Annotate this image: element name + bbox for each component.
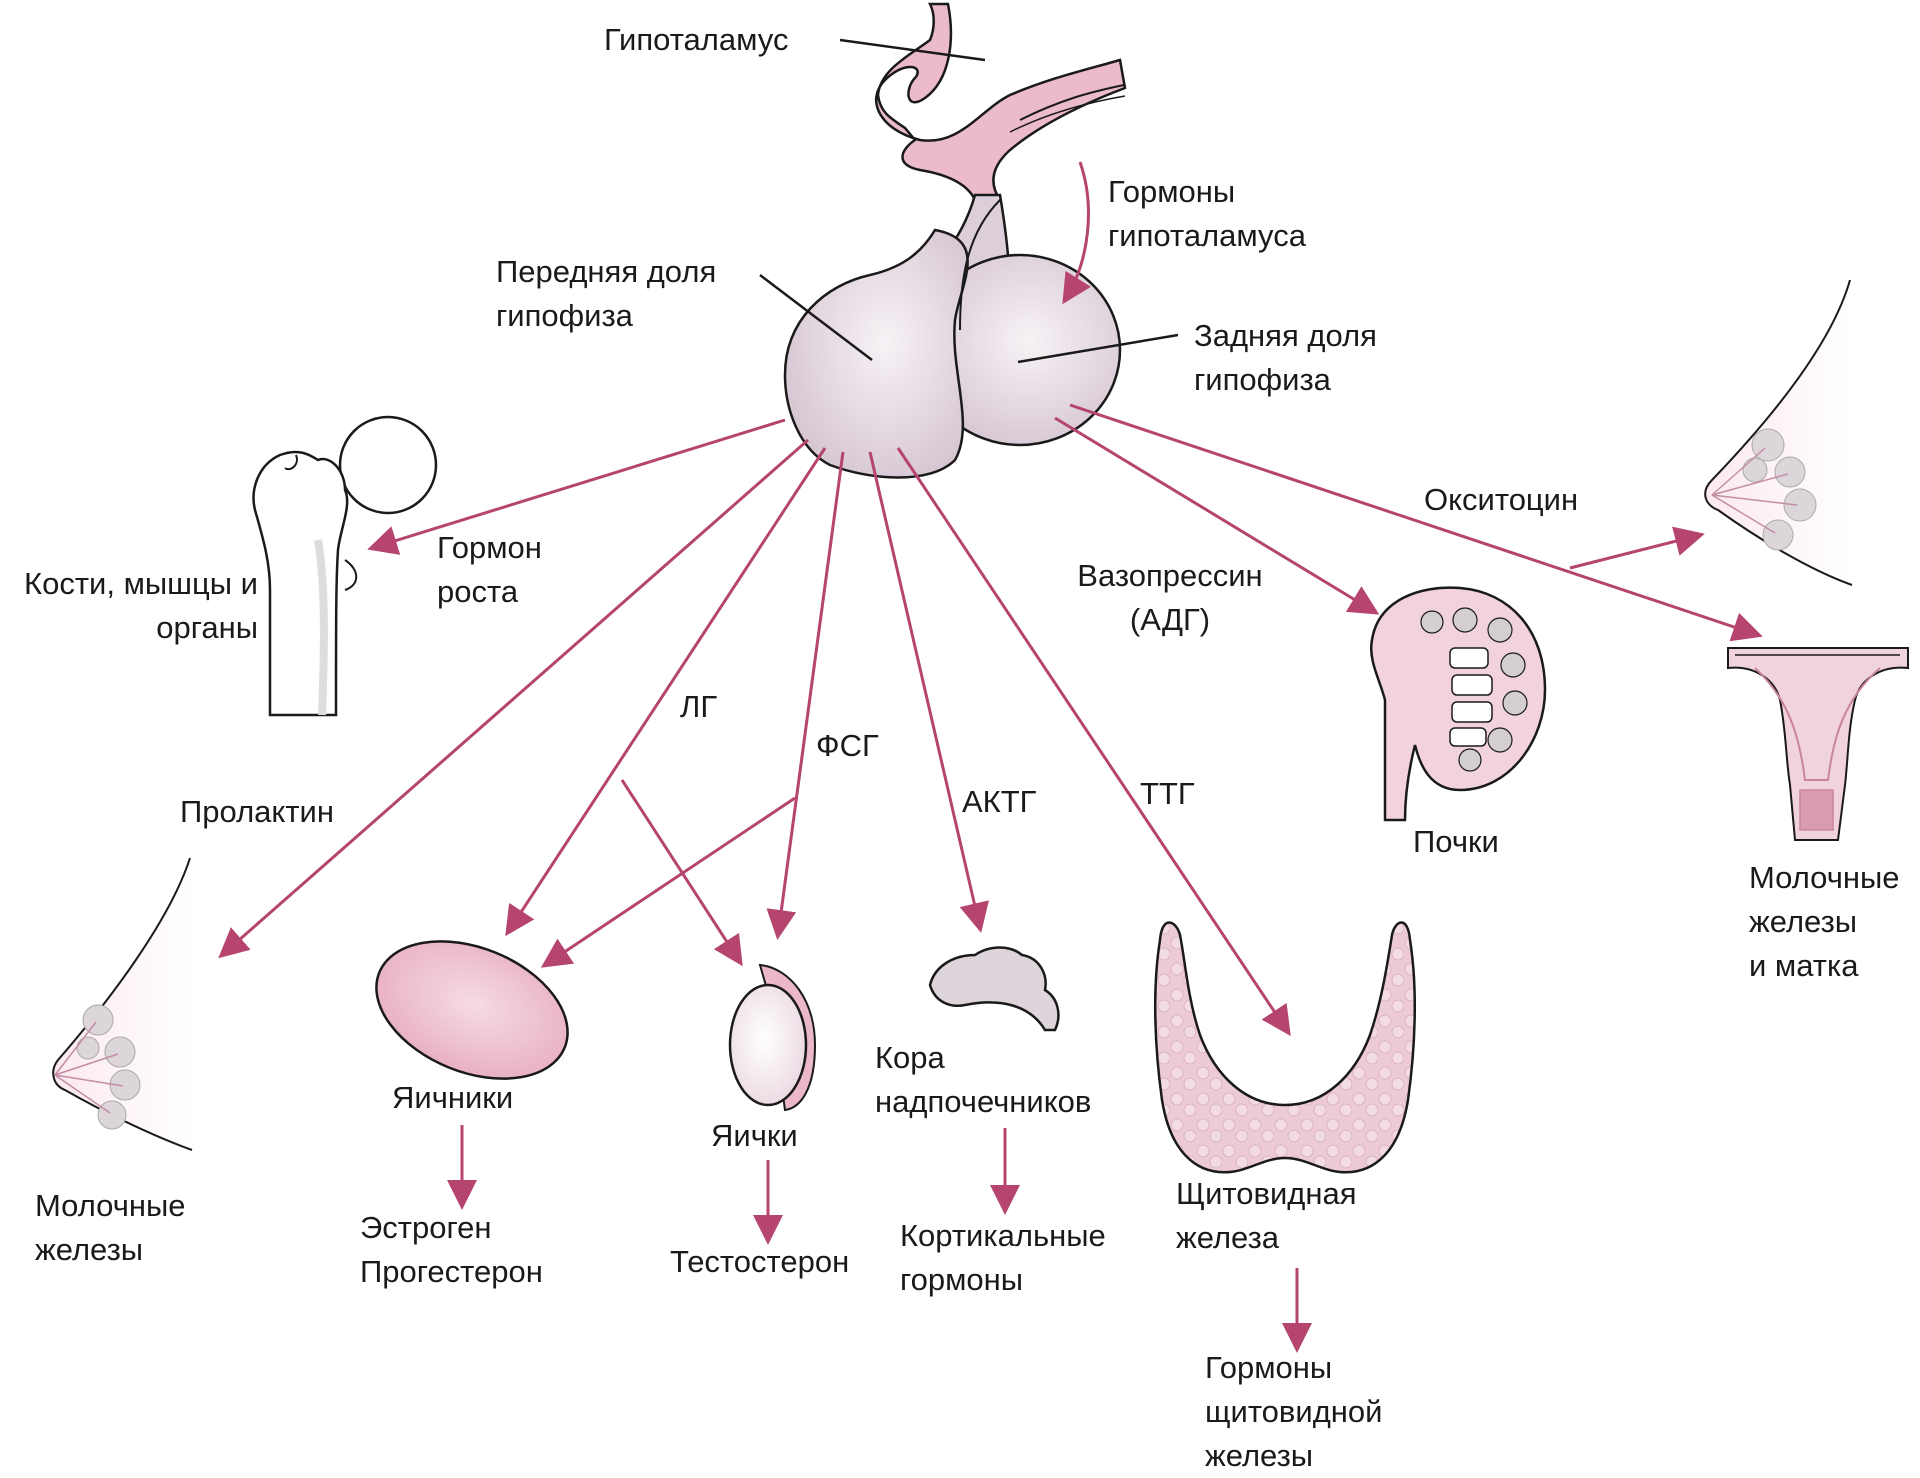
label-vasopressin: Вазопрессин (АДГ) bbox=[1077, 558, 1263, 637]
label-thyroid: Щитовидная железа bbox=[1176, 1176, 1357, 1255]
label-kidneys: Почки bbox=[1413, 824, 1499, 859]
label-cortical-hormones: Кортикальные гормоны bbox=[900, 1218, 1106, 1297]
uterus-illustration bbox=[1727, 647, 1909, 841]
pituitary-illustration bbox=[783, 199, 1122, 479]
label-thyroid-hormones: Гормоны щитовидной железы bbox=[1205, 1350, 1383, 1473]
label-estrogen-progesterone: Эстроген Прогестерон bbox=[360, 1210, 543, 1289]
label-anterior-lobe: Передняя доля гипофиза bbox=[496, 254, 717, 333]
arrow-prolactin bbox=[218, 438, 809, 959]
label-lh: ЛГ bbox=[680, 689, 718, 724]
label-acth: АКТГ bbox=[962, 784, 1037, 819]
label-tsh: ТТГ bbox=[1140, 776, 1195, 811]
label-growth-hormone: Гормон роста bbox=[437, 530, 542, 609]
arrow-oxytocin-breast bbox=[1569, 526, 1705, 570]
label-adrenal-cortex: Кора надпочечников bbox=[875, 1040, 1092, 1119]
kidney-illustration bbox=[1369, 586, 1547, 822]
arrow-fsh-ovaries bbox=[540, 796, 796, 968]
breast-left-illustration bbox=[52, 857, 193, 1151]
label-testosterone: Тестостерон bbox=[670, 1244, 850, 1279]
bone-illustration bbox=[252, 415, 438, 717]
thyroid-illustration bbox=[1154, 921, 1416, 1174]
label-posterior-lobe: Задняя доля гипофиза bbox=[1194, 318, 1377, 397]
label-oxytocin: Окситоцин bbox=[1424, 482, 1579, 517]
label-breasts-uterus: Молочные железы и матка bbox=[1749, 860, 1900, 983]
label-prolactin: Пролактин bbox=[180, 794, 334, 829]
arrow-oxytocin-uterus bbox=[1069, 403, 1763, 642]
label-hypothalamus: Гипоталамус bbox=[604, 22, 789, 57]
label-testes: Яички bbox=[711, 1118, 798, 1153]
arrow-acth bbox=[868, 451, 989, 933]
adrenal-illustration bbox=[928, 946, 1060, 1032]
arrow-vasopressin bbox=[1054, 416, 1380, 615]
hormone-arrows bbox=[218, 161, 1763, 1353]
label-breasts: Молочные железы bbox=[35, 1188, 186, 1267]
arrow-tsh bbox=[896, 447, 1291, 1037]
ovary-illustration bbox=[375, 940, 569, 1080]
label-fsh: ФСГ bbox=[816, 728, 879, 763]
testis-illustration bbox=[728, 963, 817, 1112]
arrow-growth-hormone bbox=[367, 418, 786, 555]
breast-right-illustration bbox=[1704, 279, 1853, 586]
arrow-hypothalamus-hormones bbox=[1062, 161, 1091, 305]
leader-lines bbox=[759, 38, 1179, 364]
arrow-fsh bbox=[766, 451, 845, 940]
label-ovaries: Яичники bbox=[392, 1080, 514, 1115]
label-bones: Кости, мышцы и органы bbox=[24, 566, 258, 645]
label-hypothalamus-hormones: Гормоны гипоталамуса bbox=[1108, 174, 1306, 253]
arrow-lh bbox=[505, 447, 827, 937]
arrow-lh-testes bbox=[620, 779, 743, 967]
